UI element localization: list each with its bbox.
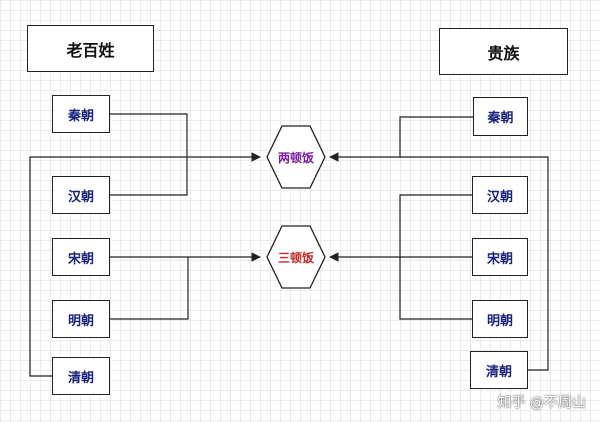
left-dynasty-han-label: 汉朝: [67, 189, 94, 205]
connector-left-qin: [110, 113, 188, 196]
right-dynasty-han: 汉朝: [472, 176, 528, 214]
watermark: 知乎 @不周山: [497, 395, 586, 411]
right-dynasty-qing-label: 清朝: [485, 364, 512, 380]
right-dynasty-song-label: 宋朝: [486, 251, 513, 267]
right-dynasty-song: 宋朝: [472, 238, 528, 276]
right-dynasty-qin-label: 秦朝: [487, 111, 514, 126]
connector-right-qing: [400, 156, 549, 371]
right-dynasty-qing: 清朝: [470, 351, 528, 389]
connector-left-ming: [110, 257, 189, 320]
group-nobles-label: 贵族: [487, 43, 520, 63]
connector-right-qin: [329, 116, 473, 162]
left-dynasty-han: 汉朝: [52, 176, 110, 214]
three-meals-label: 三顿饭: [277, 251, 314, 265]
left-dynasty-ming-label: 明朝: [67, 313, 94, 329]
group-commoners-label: 老百姓: [66, 40, 115, 60]
left-dynasty-qin-label: 秦朝: [67, 108, 94, 124]
left-dynasty-song: 宋朝: [52, 238, 110, 276]
group-commoners: 老百姓: [27, 25, 154, 72]
connector-left-qing: [29, 152, 261, 377]
hexagon-three-meals: [266, 225, 326, 289]
hexagon-two-meals: [266, 125, 326, 189]
left-dynasty-ming: 明朝: [52, 300, 110, 338]
left-dynasty-qin: 秦朝: [52, 95, 110, 133]
right-dynasty-ming: 明朝: [472, 300, 528, 338]
group-nobles: 贵族: [439, 28, 568, 75]
right-dynasty-qin: 秦朝: [473, 97, 528, 136]
left-dynasty-song-label: 宋朝: [67, 251, 94, 267]
right-dynasty-han-label: 汉朝: [486, 189, 513, 205]
right-dynasty-ming-label: 明朝: [486, 313, 513, 329]
left-dynasty-qing: 清朝: [52, 357, 110, 395]
left-dynasty-qing-label: 清朝: [67, 370, 94, 386]
two-meals-label: 两顿饭: [277, 151, 314, 165]
